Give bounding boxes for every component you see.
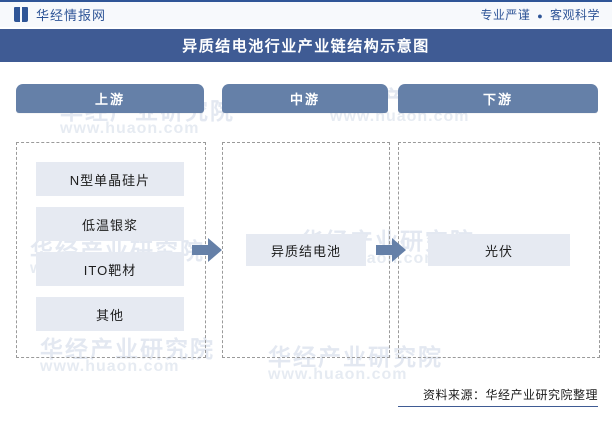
arrow-right-icon-midstream-to-downstream xyxy=(376,237,406,263)
chart-title-band: 异质结电池行业产业链结构示意图 xyxy=(0,29,612,62)
node-upstream-4: 其他 xyxy=(36,297,184,331)
node-midstream-1: 异质结电池 xyxy=(246,234,366,266)
site-brand-label: 华经情报网 xyxy=(36,8,107,23)
page-title: 异质结电池行业产业链结构示意图 xyxy=(182,38,430,55)
node-upstream-1: N型单晶硅片 xyxy=(36,162,184,196)
site-tagline: 专业严谨 ● 客观科学 xyxy=(480,6,600,23)
tagline-right: 客观科学 xyxy=(549,8,600,22)
node-downstream-1: 光伏 xyxy=(428,234,570,266)
column-header-upstream-label: 上游 xyxy=(94,92,125,107)
source-note: 资料来源：华经产业研究院整理 xyxy=(422,388,598,402)
column-header-downstream-label: 下游 xyxy=(482,92,513,107)
column-header-midstream: 中游 xyxy=(222,84,388,113)
site-brand: 华经情报网 xyxy=(14,5,106,24)
tagline-separator-icon: ● xyxy=(537,10,544,21)
column-header-downstream: 下游 xyxy=(398,84,598,113)
diagram-stage: 上游 中游 下游 N型单晶硅片 低温银浆 ITO靶材 其他 异质结电池 光伏 xyxy=(0,62,612,425)
node-upstream-3: ITO靶材 xyxy=(36,252,184,286)
arrow-right-icon-upstream-to-midstream xyxy=(192,237,222,263)
node-upstream-2: 低温银浆 xyxy=(36,207,184,241)
column-header-midstream-label: 中游 xyxy=(289,92,320,107)
site-header-bar: 华经情报网 专业严谨 ● 客观科学 xyxy=(0,0,612,27)
column-header-upstream: 上游 xyxy=(16,84,204,113)
source-divider xyxy=(398,406,598,407)
tagline-left: 专业严谨 xyxy=(480,8,531,22)
book-logo-icon xyxy=(14,7,29,22)
